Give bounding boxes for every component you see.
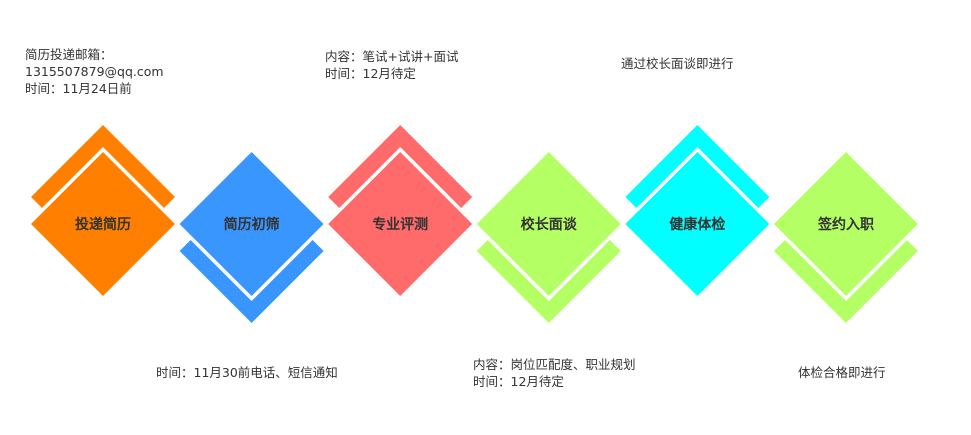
note-signing-line1: 体检合格即进行 xyxy=(798,365,886,380)
step-diamond xyxy=(328,152,473,296)
note-interview: 内容：岗位匹配度、职业规划 时间：12月待定 xyxy=(473,356,636,390)
step-label: 投递简历 xyxy=(75,216,131,233)
step-label: 校长面谈 xyxy=(521,216,578,233)
note-resume-line3: 时间：11月24日前 xyxy=(25,81,132,96)
step-3: 专业评测 xyxy=(323,125,478,301)
note-resume-line2: 1315507879@qq.com xyxy=(25,64,164,79)
step-4: 校长面谈 xyxy=(471,147,626,323)
note-screening-line1: 时间：11月30前电话、短信通知 xyxy=(156,365,338,380)
note-resume: 简历投递邮箱： 1315507879@qq.com 时间：11月24日前 xyxy=(25,46,164,97)
step-1: 投递简历 xyxy=(26,125,180,301)
step-diamond xyxy=(179,152,324,296)
note-assessment: 内容：笔试+试讲+面试 时间：12月待定 xyxy=(325,48,458,82)
step-diamond xyxy=(31,152,175,296)
note-signing: 体检合格即进行 xyxy=(798,364,886,381)
step-label: 简历初筛 xyxy=(224,216,280,233)
step-2: 简历初筛 xyxy=(174,147,329,323)
step-diamond xyxy=(625,152,770,296)
step-label: 专业评测 xyxy=(372,216,428,233)
note-screening: 时间：11月30前电话、短信通知 xyxy=(156,364,338,381)
step-6: 签约入职 xyxy=(769,147,923,323)
step-diamond xyxy=(774,152,918,296)
note-assessment-line1: 内容：笔试+试讲+面试 xyxy=(325,49,459,64)
note-resume-line1: 简历投递邮箱： xyxy=(25,47,113,62)
note-interview-line2: 时间：12月待定 xyxy=(473,374,564,389)
step-label: 签约入职 xyxy=(817,216,874,233)
step-diamond xyxy=(476,152,621,296)
step-label: 健康体检 xyxy=(669,216,725,233)
note-assessment-line2: 时间：12月待定 xyxy=(325,66,416,81)
step-5: 健康体检 xyxy=(620,125,775,301)
note-checkup-line1: 通过校长面谈即进行 xyxy=(621,56,734,71)
note-checkup: 通过校长面谈即进行 xyxy=(621,55,734,72)
note-interview-line1: 内容：岗位匹配度、职业规划 xyxy=(473,357,636,372)
